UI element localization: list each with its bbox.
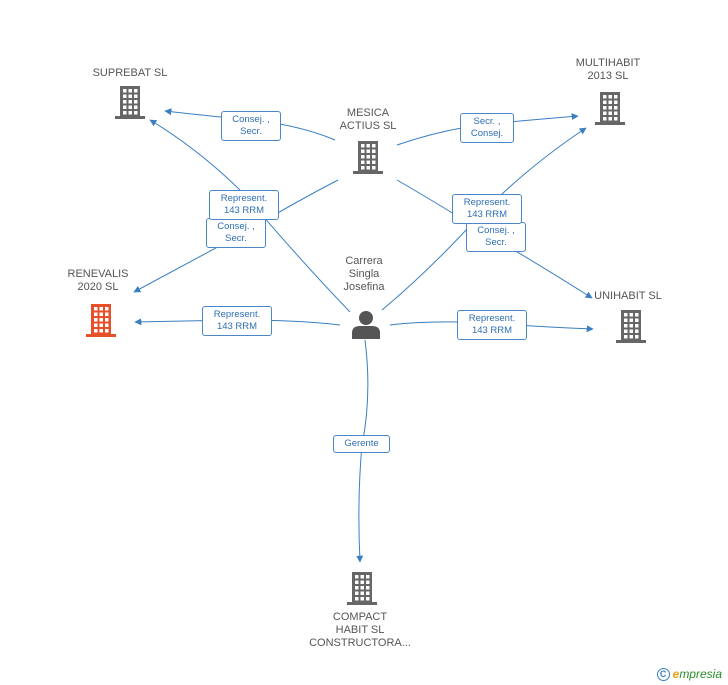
building-icon-mesica[interactable]	[352, 139, 384, 175]
edge-label-mesica-multihabit[interactable]: Secr. , Consej.	[460, 113, 514, 143]
edge-label-mesica-unihabit[interactable]: Consej. , Secr.	[466, 222, 526, 252]
edge-label-person-compact[interactable]: Gerente	[333, 435, 390, 453]
node-label-multihabit[interactable]: MULTIHABIT 2013 SL	[575, 57, 641, 82]
edge-label-person-multihabit[interactable]: Represent. 143 RRM	[452, 194, 522, 224]
building-icon-unihabit[interactable]	[615, 308, 647, 344]
edge-label-person-renevalis[interactable]: Represent. 143 RRM	[202, 306, 272, 336]
edge-label-mesica-renevalis[interactable]: Consej. , Secr.	[206, 218, 266, 248]
person-icon[interactable]	[351, 309, 381, 339]
copyright-icon: C	[656, 668, 670, 681]
node-label-mesica[interactable]: MESICA ACTIUS SL	[339, 107, 397, 132]
building-icon-multihabit[interactable]	[594, 90, 626, 126]
node-label-compact[interactable]: COMPACT HABIT SL CONSTRUCTORA...	[309, 611, 411, 649]
building-icon-suprebat[interactable]	[114, 84, 146, 120]
node-label-suprebat[interactable]: SUPREBAT SL	[92, 67, 168, 79]
building-icon-renevalis[interactable]	[85, 302, 117, 338]
building-icon-compact[interactable]	[346, 570, 378, 606]
edge-label-mesica-suprebat[interactable]: Consej. , Secr.	[221, 111, 281, 141]
edge-label-person-unihabit[interactable]: Represent. 143 RRM	[457, 310, 527, 340]
node-label-unihabit[interactable]: UNIHABIT SL	[594, 290, 662, 302]
node-label-renevalis[interactable]: RENEVALIS 2020 SL	[67, 268, 129, 293]
edge-label-person-suprebat[interactable]: Represent. 143 RRM	[209, 190, 279, 220]
node-label-person[interactable]: Carrera Singla Josefina	[343, 255, 385, 293]
